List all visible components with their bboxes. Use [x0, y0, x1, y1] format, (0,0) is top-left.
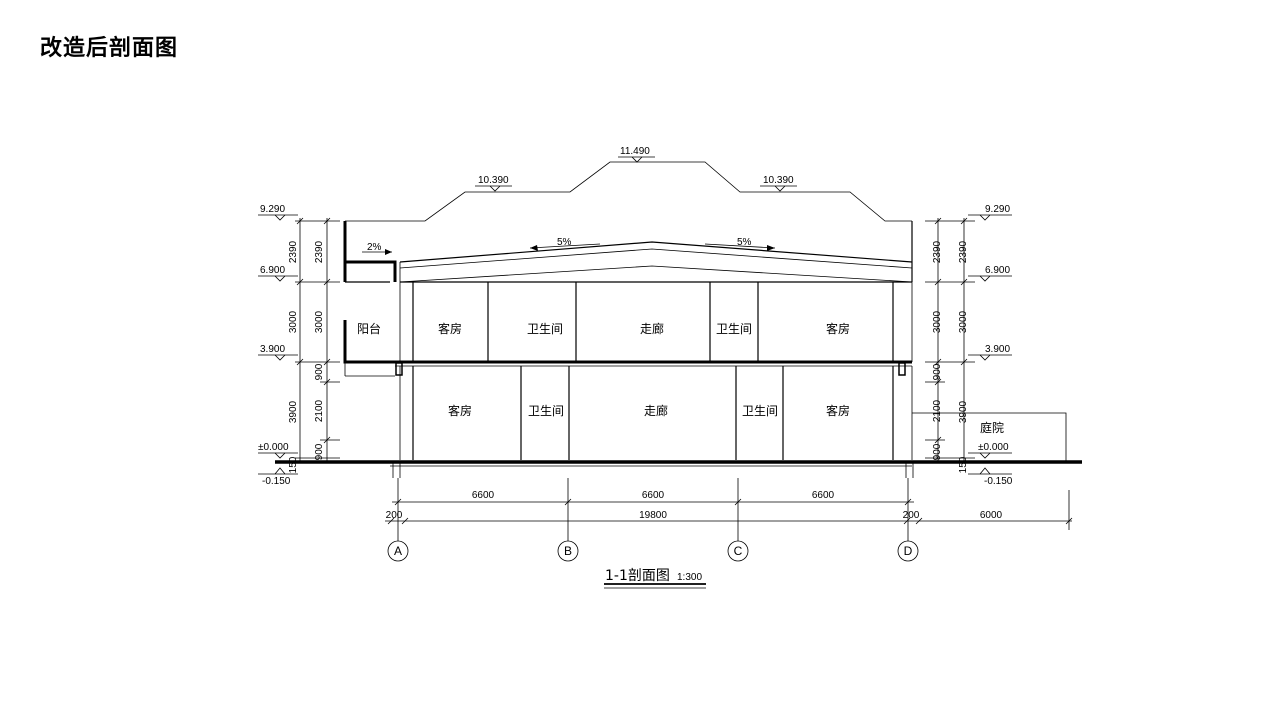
dim-total: 19800 [639, 510, 667, 521]
roof-slope-arrow-left [529, 243, 601, 249]
dim-right-outer-4: 150 [958, 456, 969, 473]
room-label-lower-2: 卫生间 [528, 404, 564, 418]
roof-slope-label-right: 5% [737, 237, 752, 248]
room-label-upper-3: 走廊 [640, 321, 664, 336]
svg-text:10.390: 10.390 [763, 175, 794, 186]
dim-bay-1: 6600 [472, 490, 495, 501]
axis-bubble-d: D [897, 530, 919, 562]
left-dimension-lines [295, 217, 340, 462]
room-label-balcony: 阳台 [357, 321, 381, 336]
courtyard-label: 庭院 [980, 420, 1004, 435]
svg-text:C: C [734, 544, 743, 558]
room-label-lower-3: 走廊 [644, 403, 668, 418]
elevation-mark-right-3900: 3.900 [968, 344, 1012, 361]
room-label-lower-5: 客房 [826, 403, 850, 418]
axis-bubble-a: A [387, 530, 409, 562]
elevation-mark-right-9290: 9.290 [968, 204, 1012, 221]
svg-text:6.900: 6.900 [985, 265, 1010, 276]
roof-truss [399, 265, 913, 283]
axis-bubble-c: C [727, 530, 749, 562]
roof-slope-arrow-right [704, 243, 776, 249]
dim-right-inner-3: 900 [932, 363, 943, 380]
elevation-mark-left-6900: 6.900 [258, 265, 298, 282]
dim-yard: 6000 [980, 510, 1003, 521]
dim-left-inner-5: 900 [314, 443, 325, 460]
svg-text:±0.000: ±0.000 [978, 442, 1009, 453]
svg-text:3.900: 3.900 [985, 344, 1010, 355]
elevation-mark-left-outdoor: -0.150 [258, 467, 298, 487]
dim-right-outer-3: 3900 [958, 400, 969, 423]
svg-text:9.290: 9.290 [260, 204, 285, 215]
svg-text:10.390: 10.390 [478, 175, 509, 186]
room-label-lower-1: 客房 [448, 403, 472, 418]
dim-bay-3: 6600 [812, 490, 835, 501]
page-title: 改造后剖面图 [40, 36, 179, 61]
room-label-upper-1: 客房 [438, 321, 462, 336]
elevation-mark-right-ground: ±0.000 [968, 442, 1012, 459]
dim-right-inner-1: 2390 [932, 240, 943, 263]
dim-left-inner-3: 900 [314, 363, 325, 380]
elevation-mark-right-6900: 6.900 [968, 265, 1012, 282]
roof-slab-bottom [399, 248, 913, 269]
elevation-mark-roof-left: 10.390 [475, 175, 512, 192]
svg-text:-0.150: -0.150 [984, 476, 1013, 487]
beam-right [898, 362, 906, 376]
roof-slab-top [399, 241, 913, 263]
room-label-upper-2: 卫生间 [527, 322, 563, 336]
elevation-mark-peak: 11.490 [618, 146, 655, 163]
room-label-lower-4: 卫生间 [742, 404, 778, 418]
svg-text:3.900: 3.900 [260, 344, 285, 355]
dim-left-inner-4: 2100 [314, 399, 325, 422]
dim-wall-right: 200 [903, 510, 920, 521]
dim-bay-2: 6600 [642, 490, 665, 501]
dim-right-inner-5: 900 [932, 443, 943, 460]
room-label-upper-5: 客房 [826, 321, 850, 336]
horizontal-dimension-lines [385, 478, 1073, 530]
svg-text:-0.150: -0.150 [262, 476, 291, 487]
section-scale: 1:300 [677, 572, 702, 583]
beam-left [395, 362, 403, 376]
room-label-upper-4: 卫生间 [716, 322, 752, 336]
dim-right-inner-2: 3000 [932, 310, 943, 333]
elevation-mark-left-3900: 3.900 [258, 344, 298, 361]
svg-text:B: B [564, 544, 572, 558]
elevation-mark-right-outdoor: -0.150 [968, 467, 1013, 487]
axis-bubble-b: B [557, 530, 579, 562]
elevation-mark-left-9290: 9.290 [258, 204, 298, 221]
dim-left-outer-3: 3900 [288, 400, 299, 423]
elevation-mark-roof-right: 10.390 [760, 175, 797, 192]
dim-right-inner-4: 2100 [932, 399, 943, 422]
dim-left-inner-2: 3000 [314, 310, 325, 333]
roof-profile [345, 161, 912, 222]
canopy-slope-label: 2% [367, 242, 382, 253]
dim-wall-left: 200 [386, 510, 403, 521]
roof-slope-label-left: 5% [557, 237, 572, 248]
svg-text:6.900: 6.900 [260, 265, 285, 276]
dim-left-inner-1: 2390 [314, 240, 325, 263]
dim-left-outer-4: 150 [288, 456, 299, 473]
dim-right-outer-2: 3000 [958, 310, 969, 333]
elevation-mark-left-ground: ±0.000 [258, 442, 298, 459]
svg-text:±0.000: ±0.000 [258, 442, 289, 453]
dim-left-outer-1: 2390 [288, 240, 299, 263]
dim-left-outer-2: 3000 [288, 310, 299, 333]
svg-text:A: A [394, 544, 402, 558]
left-canopy [345, 260, 397, 282]
svg-text:D: D [904, 544, 913, 558]
dim-right-outer-1: 2390 [958, 240, 969, 263]
right-dimension-lines [925, 217, 975, 462]
svg-text:11.490: 11.490 [620, 146, 650, 157]
section-title: 1-1剖面图 [605, 568, 670, 584]
svg-text:9.290: 9.290 [985, 204, 1010, 215]
courtyard-wall [912, 412, 1067, 462]
